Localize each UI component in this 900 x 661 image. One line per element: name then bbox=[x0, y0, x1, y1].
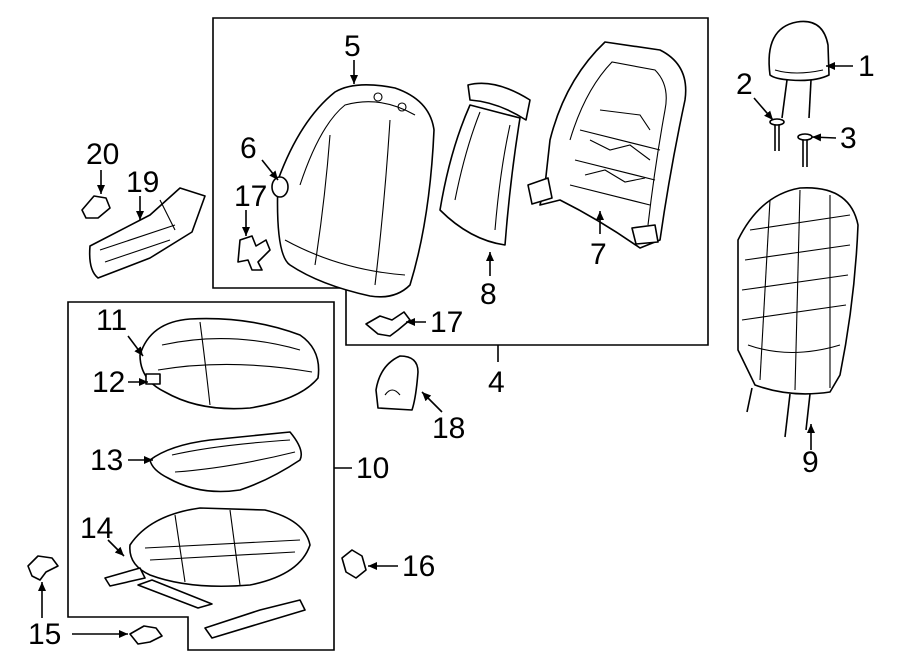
cushion-cover bbox=[139, 317, 320, 410]
callout-9: 9 bbox=[802, 446, 819, 479]
callout-4: 4 bbox=[488, 366, 505, 399]
callout-7: 7 bbox=[590, 238, 607, 271]
headrest bbox=[768, 20, 830, 119]
callout-6: 6 bbox=[240, 132, 257, 165]
headrest-guide-3 bbox=[797, 133, 813, 167]
clip-17-upper bbox=[237, 235, 271, 271]
leader-6 bbox=[261, 159, 279, 181]
knob-20 bbox=[81, 195, 111, 219]
callout-19: 19 bbox=[126, 166, 159, 199]
side-shield-19 bbox=[88, 187, 206, 279]
cushion-pad bbox=[149, 431, 303, 493]
callout-13: 13 bbox=[90, 444, 123, 477]
seatback-cover bbox=[276, 84, 435, 298]
cushion-assembly-frame bbox=[67, 301, 335, 651]
leader-14 bbox=[107, 539, 125, 557]
leader-2 bbox=[753, 97, 774, 121]
callout-14: 14 bbox=[80, 512, 113, 545]
callout-17-upper: 17 bbox=[234, 180, 267, 213]
callout-18: 18 bbox=[432, 412, 465, 445]
callout-1: 1 bbox=[858, 50, 875, 83]
seatback-assembly-frame bbox=[212, 17, 709, 346]
callout-2: 2 bbox=[736, 68, 753, 101]
callout-20: 20 bbox=[86, 138, 119, 171]
clip-15-left bbox=[27, 555, 59, 581]
callout-5: 5 bbox=[344, 30, 361, 63]
callout-15: 15 bbox=[28, 618, 61, 651]
cover-button bbox=[271, 176, 289, 198]
headrest-guide-2 bbox=[769, 118, 785, 151]
callout-17-lower: 17 bbox=[430, 306, 463, 339]
seatback-frame bbox=[527, 41, 687, 249]
seatback-complete bbox=[737, 187, 859, 438]
leader-11 bbox=[127, 335, 144, 357]
callout-16: 16 bbox=[402, 550, 435, 583]
callout-12: 12 bbox=[92, 366, 125, 399]
seatback-pad bbox=[439, 82, 531, 246]
callout-3: 3 bbox=[840, 122, 857, 155]
leader-3 bbox=[811, 133, 837, 142]
side-cover-18 bbox=[375, 355, 419, 411]
cushion-frame bbox=[104, 507, 311, 639]
clip-17-lower bbox=[365, 311, 411, 337]
clip-15-right bbox=[129, 625, 163, 645]
callout-11: 11 bbox=[96, 304, 127, 337]
callout-10: 10 bbox=[356, 452, 389, 485]
leader-18 bbox=[421, 391, 443, 413]
bracket-16 bbox=[341, 549, 367, 579]
callout-8: 8 bbox=[480, 278, 497, 311]
